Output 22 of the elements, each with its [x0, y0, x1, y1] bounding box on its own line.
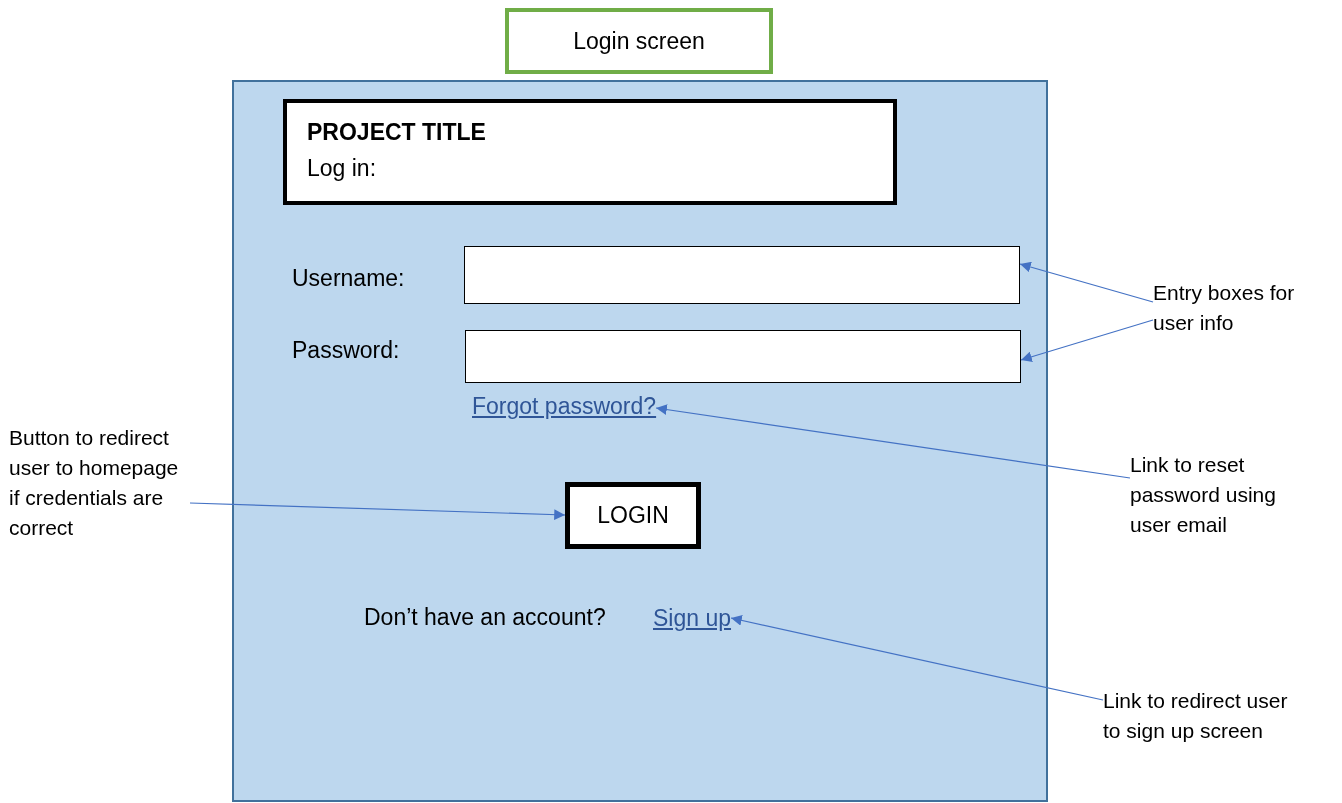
input-field	[465, 330, 1021, 383]
arrow	[655, 404, 1131, 479]
arrow	[189, 502, 566, 521]
arrow	[730, 615, 1104, 701]
prompt-text: Don’t have an account?	[364, 604, 606, 631]
link: Sign up	[653, 604, 731, 632]
subtitle-text: Log in:	[307, 155, 377, 182]
annotation-text: Link to reset password using user email	[1130, 450, 1315, 546]
annotation-text: Entry boxes for user info	[1153, 278, 1333, 338]
field-label: Username:	[292, 265, 405, 292]
annotation-text: Link to redirect user to sign up screen	[1103, 686, 1288, 782]
annotation-text: Button to redirect user to homepage if credentials are correct	[9, 423, 194, 583]
header-title: PROJECT TITLE	[307, 119, 486, 146]
login-button: LOGIN	[565, 482, 701, 549]
link: Forgot password?	[472, 392, 657, 420]
input-field	[464, 246, 1020, 304]
arrow	[1020, 319, 1154, 363]
screen-panel	[232, 80, 1048, 802]
title-box: Login screen	[505, 8, 773, 74]
arrow	[1019, 261, 1154, 303]
header-box	[283, 99, 897, 205]
field-label: Password:	[292, 337, 400, 364]
